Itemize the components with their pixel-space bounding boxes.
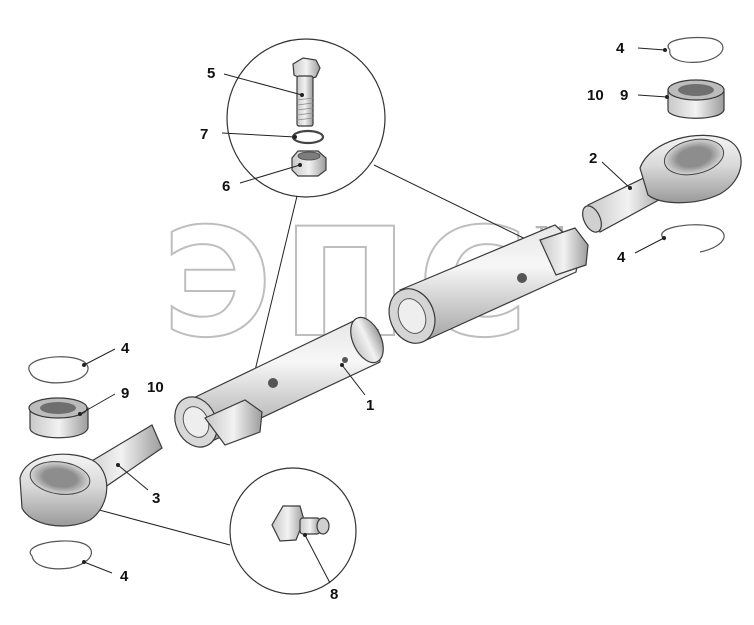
retaining-ring-part-4-left [28, 356, 89, 384]
callout-10-top: 10 [587, 87, 604, 104]
tube-part-1 [174, 316, 384, 448]
callout-8: 8 [330, 586, 338, 603]
callout-1: 1 [366, 397, 374, 414]
bushing-part-9-left [28, 397, 89, 439]
callout-4-top: 4 [616, 40, 625, 57]
tube-right [388, 224, 589, 344]
callout-5: 5 [207, 65, 215, 82]
leader-bolt-to-tube-right [373, 164, 549, 251]
detail-circle-bolt [226, 38, 386, 198]
rod-end-part-3 [19, 424, 163, 527]
callout-6: 6 [222, 178, 230, 195]
callout-4-mid-right: 4 [617, 249, 626, 266]
callout-9-left: 9 [121, 385, 129, 402]
lock-washer-part-7 [291, 129, 325, 145]
callout-10-left: 10 [147, 379, 164, 396]
retaining-ring-part-4-mid [661, 224, 725, 253]
callout-4-bottom: 4 [120, 568, 129, 585]
bushing-part-9-right [667, 79, 725, 119]
nut-part-6 [291, 150, 327, 177]
callout-7: 7 [200, 126, 208, 143]
leader-fitting-to-eye [87, 506, 231, 546]
detail-circle-grease-fitting [229, 467, 357, 595]
callout-2: 2 [589, 150, 597, 167]
callout-3: 3 [152, 490, 160, 507]
retaining-ring-part-4-top [667, 36, 724, 63]
grease-fitting-part-8 [271, 505, 330, 542]
callout-4-left: 4 [121, 340, 130, 357]
callout-labels: 4 10 9 2 4 5 7 6 4 10 9 1 3 4 8 [120, 40, 628, 603]
retaining-ring-part-4-bottom [29, 540, 92, 570]
bolt-part-5 [292, 57, 321, 127]
callout-9-top: 9 [620, 87, 628, 104]
rod-end-part-2 [582, 134, 742, 233]
